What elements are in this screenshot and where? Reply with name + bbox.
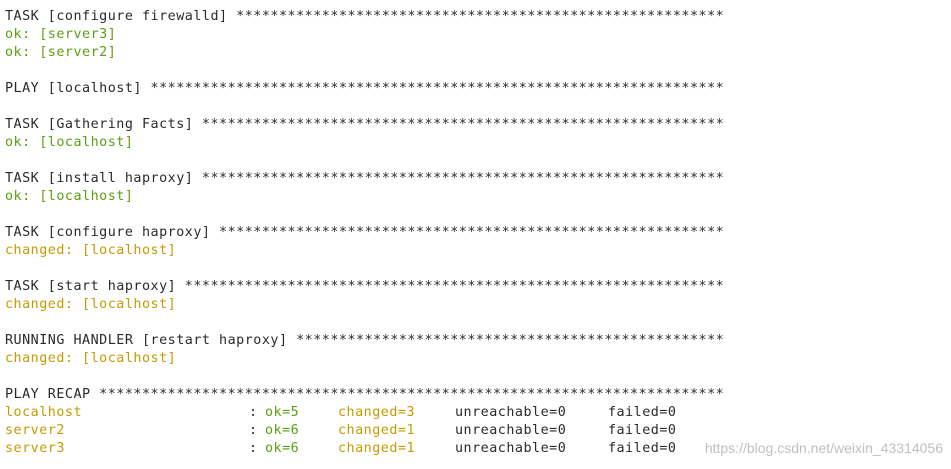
recap-host: server3 bbox=[5, 441, 65, 456]
log-line: PLAY RECAP *****************************… bbox=[5, 387, 725, 402]
log-line: PLAY [localhost] ***********************… bbox=[5, 81, 725, 96]
recap-row: server3: ok=6 changed=1 unreachable=0 failed… bbox=[5, 440, 725, 458]
recap-failed-count: failed=0 bbox=[608, 441, 677, 456]
watermark-text: https://blog.csdn.net/weixin_43314056 bbox=[704, 440, 943, 456]
log-line: TASK [start haproxy] *******************… bbox=[5, 279, 725, 294]
log-line: TASK [configure firewalld] *************… bbox=[5, 9, 725, 24]
log-line: changed: [localhost] bbox=[5, 243, 177, 258]
log-line: ok: [server2] bbox=[5, 45, 117, 60]
recap-row: localhost: ok=5 changed=3 unreachable=0 fail… bbox=[5, 404, 725, 422]
log-line: changed: [localhost] bbox=[5, 297, 177, 312]
recap-unreachable-count: unreachable=0 bbox=[455, 441, 567, 456]
recap-colon: : bbox=[249, 405, 258, 420]
log-line: ok: [server3] bbox=[5, 27, 117, 42]
recap-changed-count: changed=1 bbox=[338, 441, 416, 456]
recap-host: server2 bbox=[5, 423, 65, 438]
recap-host: localhost bbox=[5, 405, 83, 420]
recap-changed-count: changed=3 bbox=[338, 405, 416, 420]
recap-failed-count: failed=0 bbox=[608, 405, 677, 420]
log-line: TASK [install haproxy] *****************… bbox=[5, 171, 725, 186]
recap-ok-count: ok=5 bbox=[265, 405, 300, 420]
log-line: RUNNING HANDLER [restart haproxy] ******… bbox=[5, 333, 725, 348]
recap-ok-count: ok=6 bbox=[265, 441, 300, 456]
recap-colon: : bbox=[249, 441, 258, 456]
log-line: ok: [localhost] bbox=[5, 189, 134, 204]
recap-row: server2: ok=6 changed=1 unreachable=0 failed… bbox=[5, 422, 725, 440]
log-line: TASK [Gathering Facts] *****************… bbox=[5, 117, 725, 132]
recap-colon: : bbox=[249, 423, 258, 438]
recap-changed-count: changed=1 bbox=[338, 423, 416, 438]
log-line: ok: [localhost] bbox=[5, 135, 134, 150]
log-line: changed: [localhost] bbox=[5, 351, 177, 366]
recap-unreachable-count: unreachable=0 bbox=[455, 423, 567, 438]
recap-unreachable-count: unreachable=0 bbox=[455, 405, 567, 420]
recap-ok-count: ok=6 bbox=[265, 423, 300, 438]
log-line: TASK [configure haproxy] ***************… bbox=[5, 225, 725, 240]
recap-failed-count: failed=0 bbox=[608, 423, 677, 438]
